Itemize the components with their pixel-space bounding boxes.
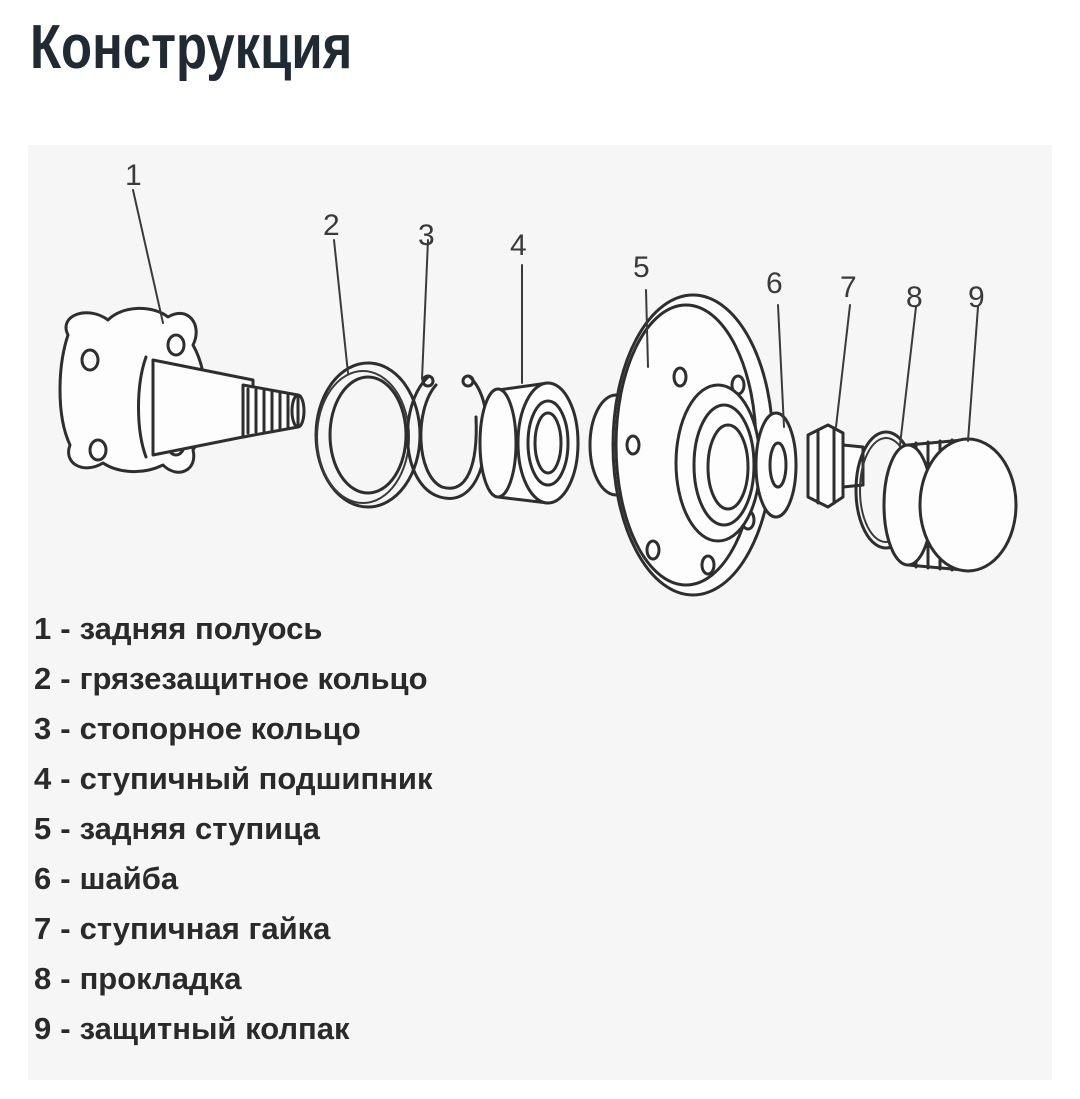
legend-label: шайба xyxy=(79,861,179,896)
legend-number: 4 xyxy=(34,761,52,796)
legend-number: 5 xyxy=(34,811,52,846)
part-5-rear-hub xyxy=(588,293,775,597)
part-6-washer xyxy=(754,411,798,519)
part-4-hub-bearing xyxy=(478,381,580,505)
legend-separator: - xyxy=(60,611,71,646)
legend-number: 6 xyxy=(34,861,52,896)
legend-number: 8 xyxy=(34,961,52,996)
parts-legend: 1-задняя полуось 2-грязезащитное кольцо … xyxy=(34,604,433,1054)
legend-label: прокладка xyxy=(79,961,242,996)
legend-label: стопорное кольцо xyxy=(79,711,361,746)
callout-7: 7 xyxy=(840,271,857,304)
legend-number: 2 xyxy=(34,661,52,696)
callout-9: 9 xyxy=(968,281,985,314)
hub-assembly-drawing: 1 2 3 4 5 6 7 8 9 xyxy=(58,159,1018,597)
legend-item: 2-грязезащитное кольцо xyxy=(34,654,433,704)
exploded-view-diagram: 1 2 3 4 5 6 7 8 9 xyxy=(28,145,1052,1080)
legend-label: ступичная гайка xyxy=(79,911,331,946)
part-1-half-shaft xyxy=(58,306,306,474)
legend-separator: - xyxy=(60,811,71,846)
legend-item: 1-задняя полуось xyxy=(34,604,433,654)
page-title: Конструкция xyxy=(30,13,353,82)
legend-number: 7 xyxy=(34,911,52,946)
legend-item: 3-стопорное кольцо xyxy=(34,704,433,754)
legend-item: 8-прокладка xyxy=(34,954,433,1004)
legend-item: 6-шайба xyxy=(34,854,433,904)
legend-label: задняя полуось xyxy=(79,611,323,646)
legend-separator: - xyxy=(60,711,71,746)
part-9-protective-cap xyxy=(882,437,1018,573)
legend-item: 4-ступичный подшипник xyxy=(34,754,433,804)
callout-5: 5 xyxy=(633,251,650,284)
callout-6: 6 xyxy=(766,267,783,300)
leader-lines xyxy=(132,189,979,446)
callout-8: 8 xyxy=(906,281,923,314)
legend-number: 3 xyxy=(34,711,52,746)
legend-number: 9 xyxy=(34,1011,52,1046)
legend-separator: - xyxy=(60,1011,71,1046)
legend-number: 1 xyxy=(34,611,52,646)
legend-separator: - xyxy=(60,861,71,896)
callout-2: 2 xyxy=(323,209,340,242)
legend-label: задняя ступица xyxy=(79,811,320,846)
part-2-dust-ring xyxy=(314,361,422,509)
part-3-snap-ring xyxy=(406,374,489,500)
callout-1: 1 xyxy=(125,159,142,192)
legend-item: 5-задняя ступица xyxy=(34,804,433,854)
legend-label: грязезащитное кольцо xyxy=(79,661,428,696)
legend-label: защитный колпак xyxy=(79,1011,350,1046)
legend-separator: - xyxy=(60,961,71,996)
legend-item: 7-ступичная гайка xyxy=(34,904,433,954)
legend-separator: - xyxy=(60,911,71,946)
legend-separator: - xyxy=(60,761,71,796)
legend-separator: - xyxy=(60,661,71,696)
callout-4: 4 xyxy=(510,229,527,262)
callout-3: 3 xyxy=(418,219,435,252)
legend-item: 9-защитный колпак xyxy=(34,1004,433,1054)
legend-label: ступичный подшипник xyxy=(79,761,433,796)
